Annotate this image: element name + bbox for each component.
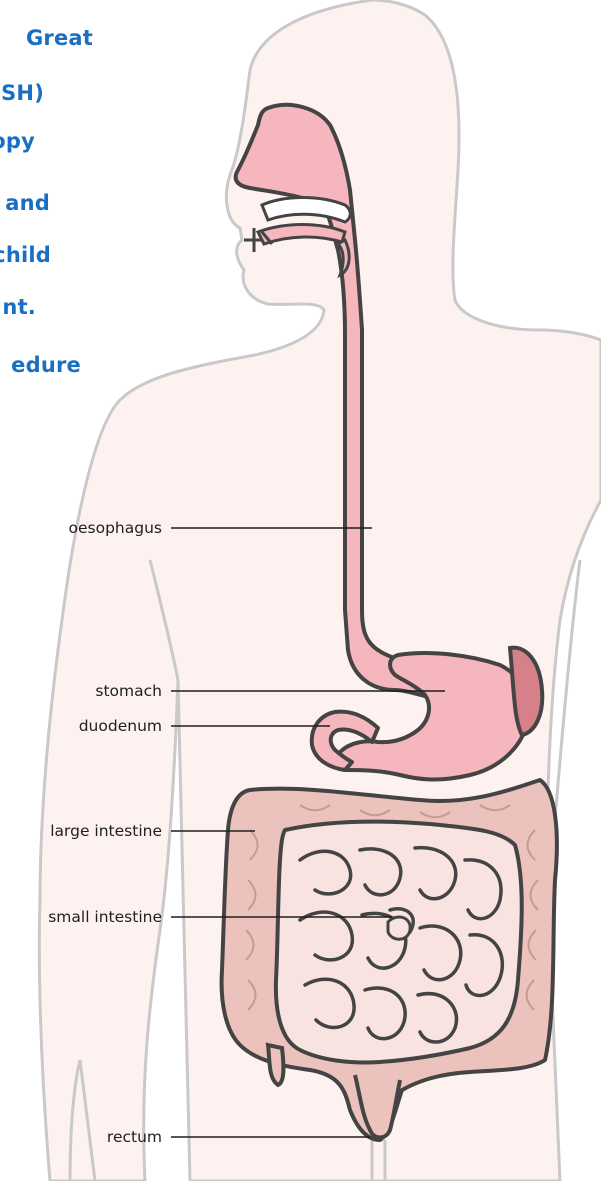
intro-line-2: SH) xyxy=(1,81,44,105)
intro-line-5: child xyxy=(0,243,51,267)
label-large-intestine: large intestine xyxy=(0,822,162,840)
intro-text: Great SH) opy and child nt. edure xyxy=(0,0,160,400)
small-intestine-shape xyxy=(276,822,522,1063)
label-duodenum: duodenum xyxy=(0,717,162,735)
label-rectum: rectum xyxy=(0,1128,162,1146)
intro-line-3: opy xyxy=(0,129,35,153)
intro-line-4: and xyxy=(5,191,50,215)
intro-line-1: Great xyxy=(26,26,93,50)
intro-line-6: nt. xyxy=(2,295,36,319)
label-stomach: stomach xyxy=(0,682,162,700)
label-small-intestine: small intestine xyxy=(0,908,162,926)
intro-line-7: edure xyxy=(11,353,81,377)
label-oesophagus: oesophagus xyxy=(0,519,162,537)
